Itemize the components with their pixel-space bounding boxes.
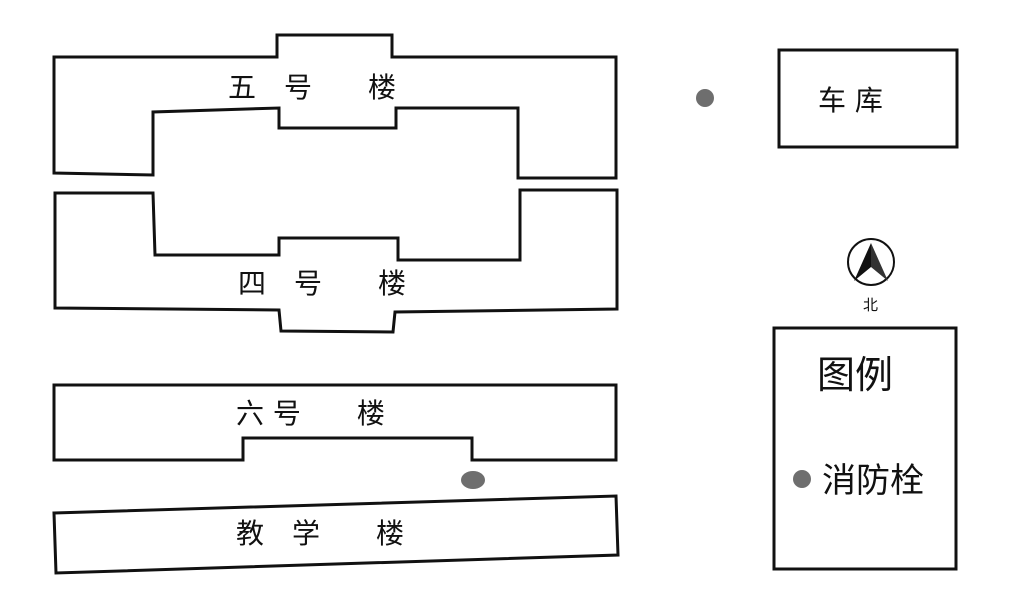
building-5-outline	[52, 33, 618, 180]
north-compass-icon	[847, 238, 895, 286]
fire-hydrant-marker	[461, 471, 485, 489]
legend-hydrant-label: 消防栓	[822, 461, 924, 501]
building-6-label: 六 号 楼	[236, 397, 385, 430]
building-5-label: 五 号 楼	[228, 71, 396, 104]
fire-hydrant-marker	[696, 89, 714, 107]
legend-title: 图例	[817, 353, 893, 397]
legend-hydrant-icon	[793, 470, 811, 488]
teaching-building-label: 教 学 楼	[236, 517, 404, 550]
building-4-outline	[53, 188, 619, 334]
garage-outline	[777, 48, 959, 149]
building-6-outline	[52, 383, 618, 462]
building-4-label: 四 号 楼	[238, 267, 406, 300]
garage-label: 车 库	[818, 84, 883, 117]
legend-box	[772, 326, 958, 571]
north-label: 北	[863, 296, 878, 314]
teaching-building-outline	[52, 494, 620, 575]
